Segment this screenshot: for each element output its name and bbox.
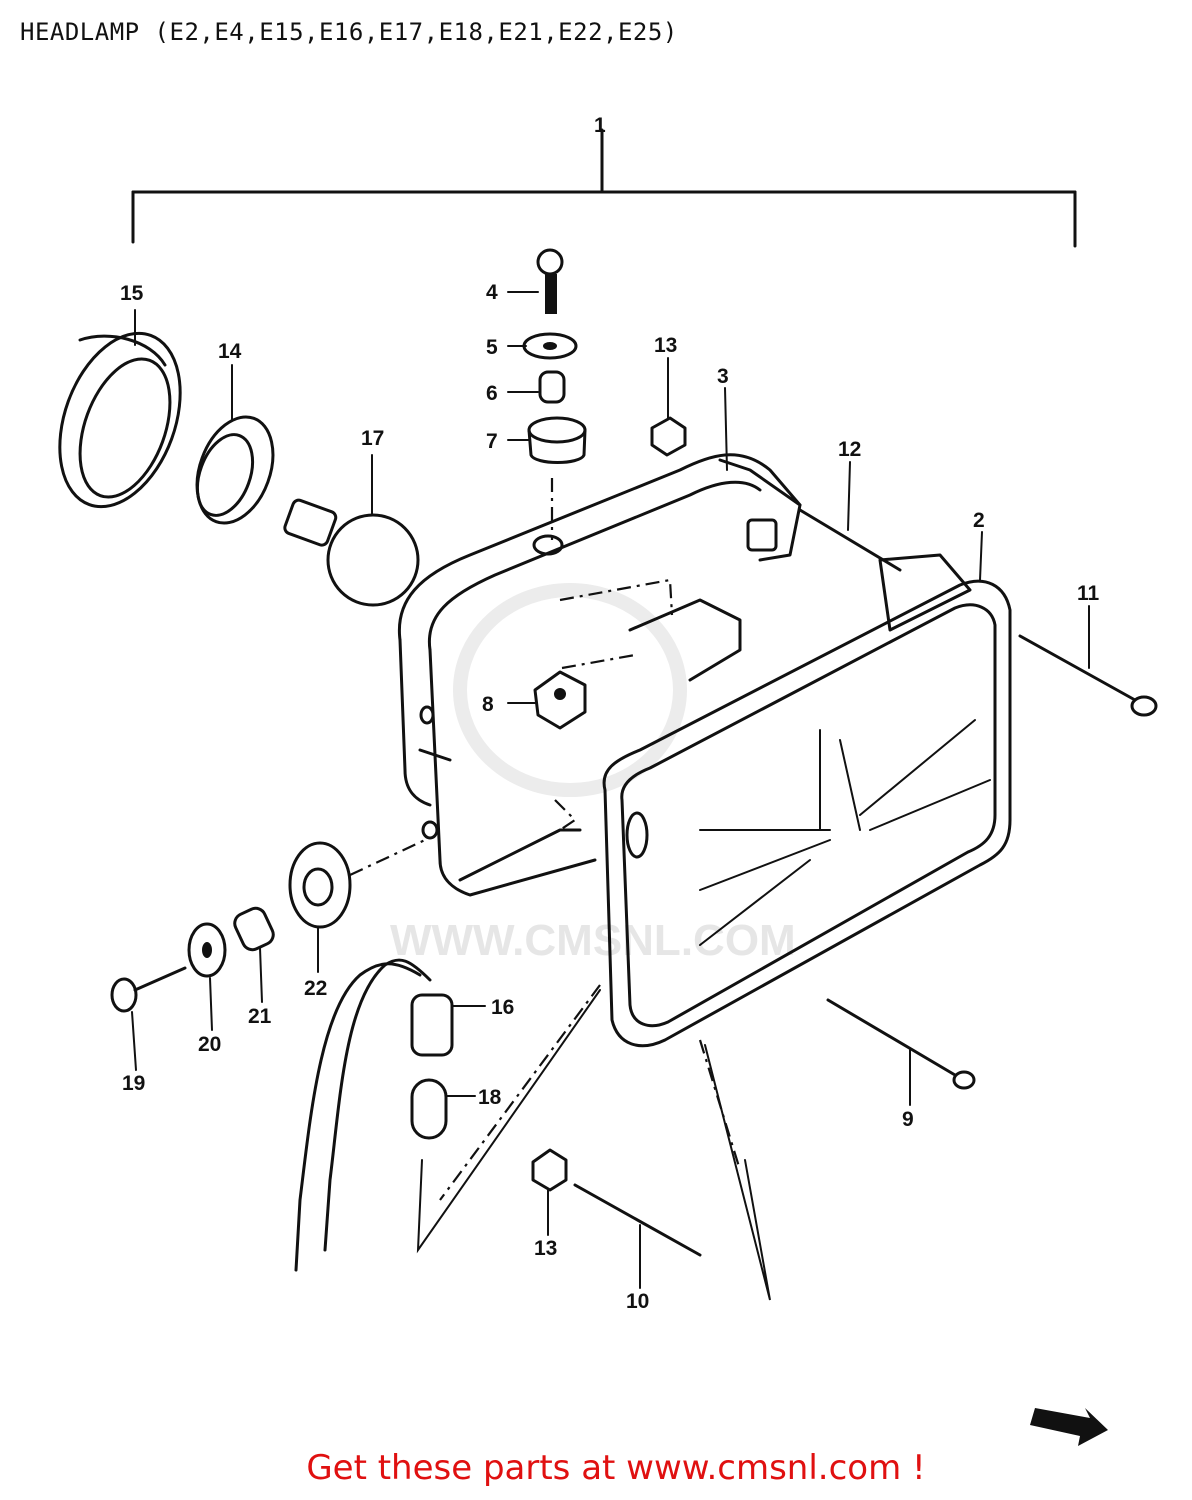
- callout-20: 20: [198, 1033, 221, 1056]
- callout-10: 10: [626, 1290, 649, 1313]
- callout-22: 22: [304, 977, 327, 1000]
- nut-13-bottom: [531, 1148, 568, 1192]
- watermark-text: WWW.CMSNL.COM: [390, 916, 796, 965]
- grommet-7: [527, 416, 587, 464]
- assembly-bracket: [131, 128, 1077, 248]
- callout-18: 18: [478, 1086, 502, 1109]
- watermark: WWW.CMSNL.COM: [390, 583, 796, 965]
- callout-3: 3: [717, 365, 729, 388]
- bolt-19: [110, 966, 187, 1013]
- bulb-18: [410, 1078, 448, 1140]
- callout-19: 19: [122, 1072, 145, 1095]
- screw-9: [826, 998, 976, 1090]
- page-title: HEADLAMP (E2,E4,E15,E16,E17,E18,E21,E22,…: [20, 18, 678, 46]
- spring-10: [573, 1183, 702, 1257]
- callout-8: 8: [482, 693, 494, 716]
- grommet-22: [288, 841, 352, 929]
- assembly-lines: [349, 478, 742, 1201]
- callout-11: 11: [1077, 582, 1100, 605]
- bulb-17: [283, 498, 420, 607]
- cmsnl-promo-link[interactable]: Get these parts at www.cmsnl.com !: [306, 1448, 926, 1488]
- socket-16: [294, 958, 454, 1272]
- nut-13-top: [650, 416, 687, 457]
- socket-cover-14: [195, 415, 275, 525]
- callout-14: 14: [218, 340, 242, 363]
- callout-7: 7: [486, 430, 498, 453]
- leader-lines: [131, 291, 1090, 1301]
- callout-13-bottom: 13: [534, 1237, 557, 1260]
- front-arrow-icon: [1030, 1408, 1108, 1446]
- nut-8: [533, 670, 587, 730]
- collar-6: [538, 370, 566, 404]
- callout-labels: 1 2 3 4 5 6 7 8 9 10 11 12 13 13 14 15 1…: [120, 114, 1100, 1313]
- callout-21: 21: [248, 1005, 272, 1028]
- bolt-4: [536, 248, 564, 314]
- washer-5: [522, 332, 578, 360]
- callout-17: 17: [361, 427, 384, 450]
- dust-cover-15: [58, 331, 182, 509]
- callout-12: 12: [838, 438, 861, 461]
- screw-11: [1018, 634, 1158, 717]
- callout-15: 15: [120, 282, 144, 305]
- callout-6: 6: [486, 382, 498, 405]
- callout-1: 1: [594, 114, 606, 137]
- washer-20: [187, 922, 227, 978]
- spring-12: [798, 508, 902, 572]
- collar-21: [233, 906, 275, 952]
- callout-16: 16: [491, 996, 514, 1019]
- callout-2: 2: [973, 509, 985, 532]
- headlamp-unit: [602, 553, 1012, 1048]
- callout-9: 9: [902, 1108, 914, 1131]
- callout-5: 5: [486, 336, 498, 359]
- callout-13-top: 13: [654, 334, 677, 357]
- callout-4: 4: [486, 281, 498, 304]
- headlamp-housing: [397, 453, 802, 897]
